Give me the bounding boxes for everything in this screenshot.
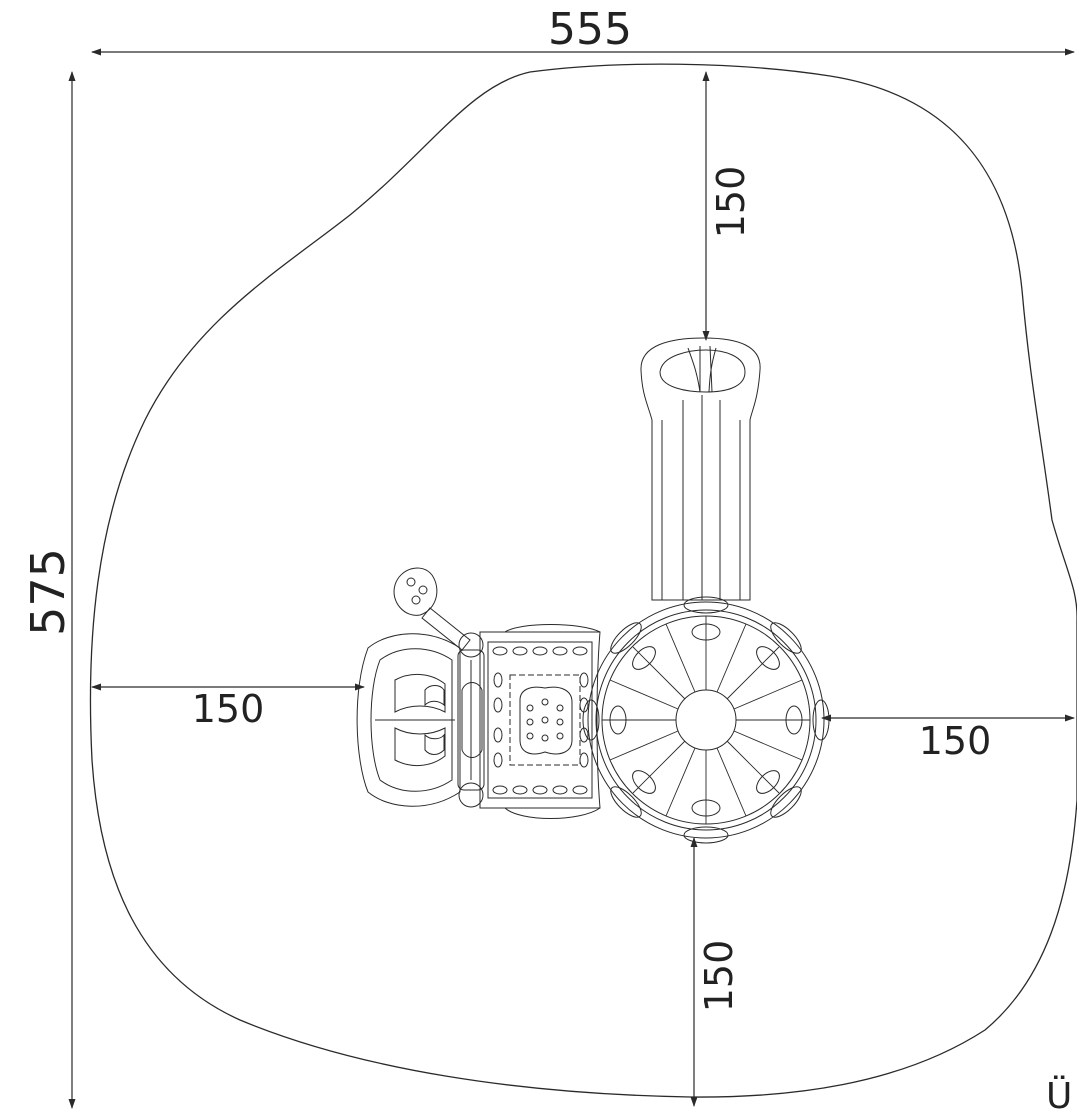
climbing-panel bbox=[457, 632, 485, 808]
tower-outer-bumps bbox=[582, 596, 830, 844]
dimension-clearance-left-label: 150 bbox=[192, 687, 265, 731]
tower-handholds bbox=[609, 623, 803, 817]
dimension-total-width-label: 555 bbox=[548, 4, 632, 55]
playground-equipment bbox=[356, 337, 830, 844]
dimension-clearance-top: 150 bbox=[702, 71, 753, 341]
dimension-clearance-top-label: 150 bbox=[709, 166, 753, 239]
dimension-clearance-left: 150 bbox=[91, 683, 365, 731]
round-tower bbox=[582, 596, 830, 844]
dimension-clearance-right-label: 150 bbox=[919, 719, 992, 763]
corner-mark: Ü bbox=[1046, 1075, 1072, 1115]
dimension-clearance-bottom-label: 150 bbox=[697, 940, 741, 1013]
tower-radial-panels bbox=[602, 616, 810, 824]
dimension-total-depth: 575 bbox=[21, 71, 76, 1109]
deck-holes bbox=[492, 646, 589, 795]
tube-slide bbox=[640, 337, 761, 601]
dimension-total-depth-label: 575 bbox=[21, 548, 75, 636]
platform-deck bbox=[479, 624, 601, 819]
periscope-arm bbox=[393, 567, 471, 651]
dimension-clearance-bottom: 150 bbox=[690, 837, 741, 1107]
dimension-total-width: 555 bbox=[91, 4, 1075, 56]
safety-zone-outline bbox=[89, 63, 1077, 1098]
deck-center-pad bbox=[519, 686, 573, 755]
dimension-clearance-right: 150 bbox=[821, 714, 1075, 763]
climbing-steps bbox=[356, 633, 461, 807]
